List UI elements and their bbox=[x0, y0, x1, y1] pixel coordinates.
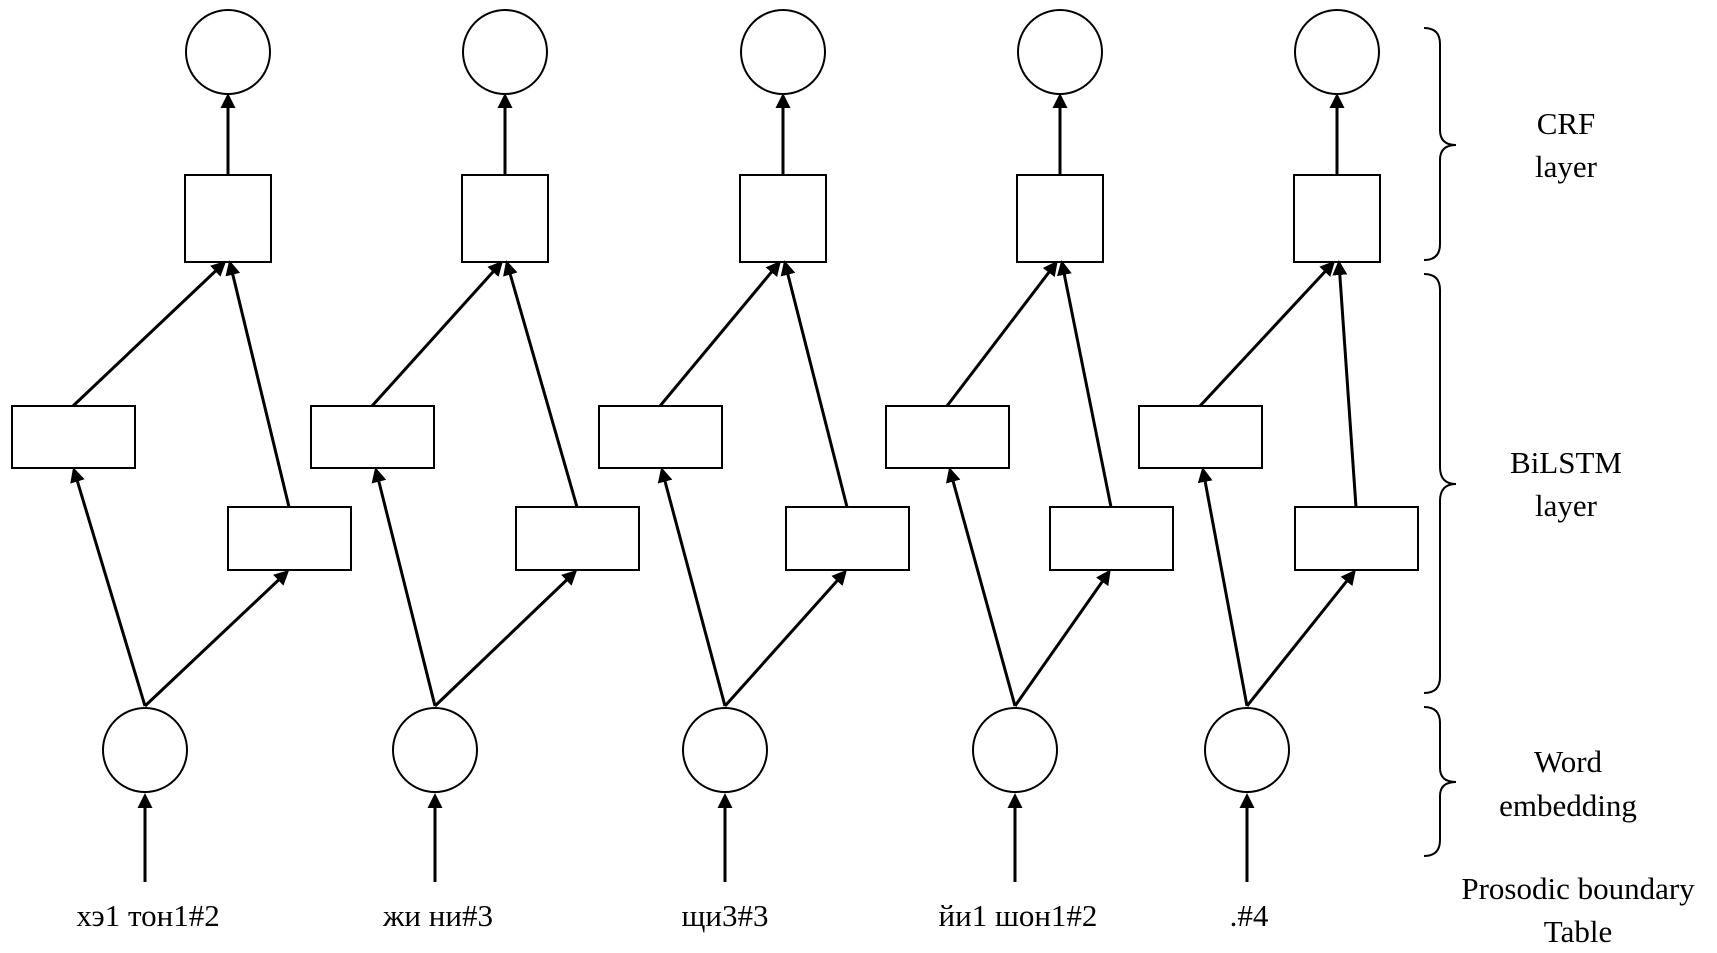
column-5: .#4 bbox=[1138, 9, 1419, 933]
backward-to-crf-arrow bbox=[503, 260, 579, 508]
embedding-to-forward-arrow bbox=[70, 467, 147, 707]
embedding-to-forward-arrow bbox=[371, 467, 437, 707]
backward-lstm-cell bbox=[1049, 506, 1174, 571]
embedding-label-line1: Word bbox=[1534, 744, 1603, 779]
forward-lstm-cell bbox=[11, 405, 136, 469]
crf-output-node bbox=[185, 9, 271, 95]
token-label: хэ1 тон1#2 bbox=[76, 898, 219, 933]
token-label: щи3#3 bbox=[682, 898, 769, 933]
word-embedding-node bbox=[1204, 707, 1290, 793]
column-2: жи ни#3 bbox=[310, 9, 640, 933]
backward-to-crf-arrow bbox=[225, 260, 291, 508]
backward-lstm-cell bbox=[785, 506, 910, 571]
word-embedding-node bbox=[102, 707, 188, 793]
crf-output-node bbox=[1294, 9, 1380, 95]
forward-lstm-cell bbox=[885, 405, 1010, 469]
crf-cell bbox=[739, 174, 827, 263]
embedding-to-forward-arrow bbox=[945, 467, 1017, 707]
crf-cell bbox=[1016, 174, 1104, 263]
crf-cell bbox=[1293, 174, 1381, 263]
bilstm-layer-brace bbox=[1423, 273, 1457, 694]
backward-lstm-cell bbox=[227, 506, 352, 571]
forward-lstm-cell bbox=[598, 405, 723, 469]
word-embedding-node bbox=[392, 707, 478, 793]
crf-layer-label-line2: layer bbox=[1535, 149, 1598, 184]
column-4: йи1 шон1#2 bbox=[885, 9, 1174, 933]
embedding-to-backward-arrow bbox=[1013, 569, 1111, 707]
bilstm-layer-label-line1: BiLSTM bbox=[1510, 445, 1622, 480]
backward-lstm-cell bbox=[515, 506, 640, 571]
backward-to-crf-arrow bbox=[1332, 260, 1358, 508]
backward-to-crf-arrow bbox=[780, 260, 849, 508]
embedding-to-backward-arrow bbox=[1245, 569, 1356, 707]
embedding-to-forward-arrow bbox=[657, 467, 727, 707]
embedding-to-backward-arrow bbox=[433, 569, 578, 708]
forward-lstm-cell bbox=[310, 405, 435, 469]
forward-to-crf-arrow bbox=[71, 260, 227, 408]
backward-to-crf-arrow bbox=[1057, 260, 1113, 508]
forward-lstm-cell bbox=[1138, 405, 1263, 469]
embedding-layer-brace bbox=[1423, 706, 1457, 857]
forward-to-crf-arrow bbox=[658, 260, 781, 407]
word-embedding-node bbox=[682, 707, 768, 793]
crf-cell bbox=[461, 174, 549, 263]
forward-to-crf-arrow bbox=[945, 260, 1058, 407]
crf-output-node bbox=[462, 9, 548, 95]
embedding-to-backward-arrow bbox=[723, 569, 848, 708]
output-label-line2: Table bbox=[1544, 914, 1612, 949]
bilstm-layer-label-line2: layer bbox=[1535, 488, 1598, 523]
crf-output-node bbox=[1017, 9, 1103, 95]
backward-lstm-cell bbox=[1294, 506, 1419, 571]
embedding-to-forward-arrow bbox=[1197, 467, 1249, 707]
column-1: хэ1 тон1#2 bbox=[11, 9, 352, 933]
token-label: жи ни#3 bbox=[382, 898, 493, 933]
column-3: щи3#3 bbox=[598, 9, 910, 933]
token-label: йи1 шон1#2 bbox=[939, 898, 1098, 933]
crf-layer-brace bbox=[1423, 27, 1457, 261]
embedding-to-backward-arrow bbox=[143, 569, 290, 708]
embedding-label-line2: embedding bbox=[1499, 788, 1637, 823]
output-label-line1: Prosodic boundary bbox=[1461, 871, 1695, 906]
token-label: .#4 bbox=[1230, 898, 1269, 933]
crf-layer-label-line1: CRF bbox=[1537, 106, 1596, 141]
crf-output-node bbox=[740, 9, 826, 95]
forward-to-crf-arrow bbox=[1198, 260, 1336, 408]
forward-to-crf-arrow bbox=[370, 260, 504, 408]
crf-cell bbox=[184, 174, 272, 263]
word-embedding-node bbox=[972, 707, 1058, 793]
